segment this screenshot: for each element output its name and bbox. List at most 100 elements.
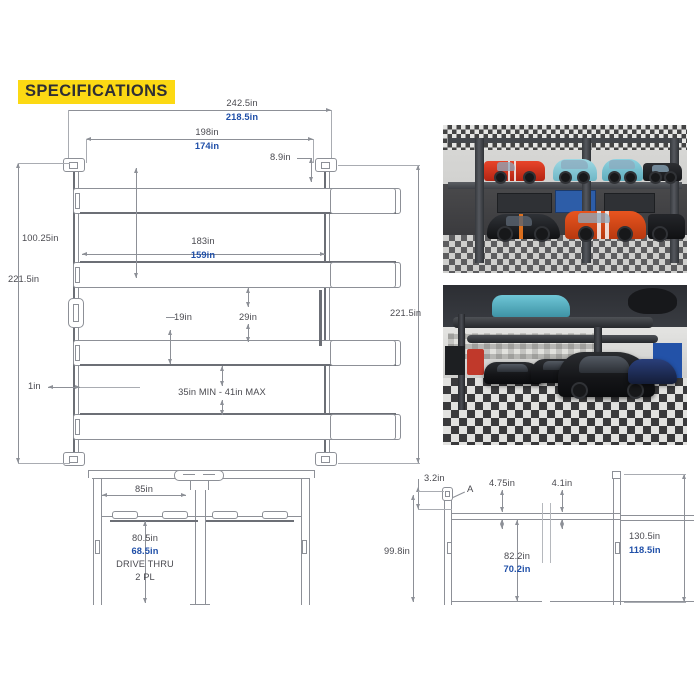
ext-3-2-a <box>418 491 444 492</box>
front-center-neck-right <box>208 481 209 490</box>
ext-221-right-bot <box>338 463 420 464</box>
ext-221-right-top <box>338 165 420 166</box>
dimline-overall-length <box>68 107 331 112</box>
side-runway-bottom <box>451 519 620 520</box>
ext-height-bot <box>624 602 686 603</box>
car-orange-camaro <box>565 210 646 242</box>
detail-label-a: A <box>467 484 474 495</box>
ext-overall-left <box>68 110 69 162</box>
dim-drive-thru-primary: 80.5in <box>132 533 158 543</box>
car-red-viper <box>484 160 546 185</box>
front-runway-right-deck <box>206 520 294 522</box>
dim-overall-length-primary: 242.5in <box>226 98 258 108</box>
dimline-overall-width-left <box>15 163 20 463</box>
dim-front-overhang: 3.2in <box>424 473 445 483</box>
lift-beam-front <box>452 317 653 329</box>
dimline-post-clear-height <box>410 495 415 602</box>
dim-overall-height-alt: 118.5in <box>629 545 661 555</box>
post-cap-top-right-inner <box>321 162 330 169</box>
dim-overall-width-right: 221.5in <box>390 308 422 318</box>
outer-platform-1 <box>330 188 396 214</box>
photo-lift-sports-cars <box>443 285 687 445</box>
ext-3-2-b <box>418 509 452 510</box>
dimline-front-post-to-runway <box>133 168 138 278</box>
lift-upper-deck <box>447 181 683 190</box>
break-line-right <box>550 503 551 563</box>
front-runway-block-2 <box>162 511 188 519</box>
side-ramp-bottom <box>620 520 694 521</box>
side-right-post-cap <box>612 471 621 479</box>
side-right-latch <box>615 542 620 554</box>
dim-lifting-height-primary: 82.2in <box>504 551 530 561</box>
front-runway-block-1 <box>112 511 138 519</box>
lift-post-right <box>669 138 679 263</box>
front-center-bracket <box>174 470 224 481</box>
checker-border-trim <box>443 125 687 151</box>
front-center-neck-left <box>190 481 191 490</box>
ext-221-left-top <box>18 163 70 164</box>
side-floor-right <box>550 601 694 602</box>
runway-bar-4-lock <box>75 419 80 435</box>
side-left-post-outer <box>444 500 445 605</box>
side-floor-left <box>451 601 542 602</box>
dimline-runway-outer-offset-bot <box>245 324 250 342</box>
front-runway-block-4 <box>262 511 288 519</box>
ext-overall-right <box>331 110 332 162</box>
dimline-runway-width <box>167 330 172 364</box>
power-unit-inner <box>73 304 79 322</box>
dimline-runway-outer-offset-top <box>245 288 250 307</box>
lift-post-left <box>474 138 484 263</box>
dark-cabinet <box>445 345 465 375</box>
dim-approach-offset: 8.9in <box>270 152 291 162</box>
dim-runway-width: 19in <box>174 312 192 322</box>
car-blue-beetle-2 <box>601 159 644 185</box>
dimline-between-runways <box>102 492 186 497</box>
post-cap-bottom-right-inner <box>321 456 330 463</box>
front-bracket-holes-right <box>203 474 215 475</box>
leader-detail-a <box>452 491 465 498</box>
dim-runway-length-alt: 174in <box>194 141 220 151</box>
front-runway-block-3 <box>212 511 238 519</box>
post-cap-bottom-left-inner <box>69 456 78 463</box>
front-left-post-latch <box>95 540 100 554</box>
overhead-lifted-car <box>491 294 570 317</box>
outer-platform-2 <box>330 262 396 288</box>
dimline-approach-offset <box>308 158 313 182</box>
page-title: SPECIFICATIONS <box>18 80 175 104</box>
tool-shelf-left <box>496 193 553 213</box>
dim-overall-height-primary: 130.5in <box>629 531 661 541</box>
dim-runway-outer-offset: 29in <box>239 312 257 322</box>
note-2-pl: 2 PL <box>135 572 155 582</box>
dimline-ramp-height-bot <box>559 519 564 529</box>
dimline-ramp-height-top <box>559 490 564 512</box>
post-cap-top-left-inner <box>69 162 78 169</box>
car-black-race <box>643 163 683 185</box>
front-runway-left-deck <box>110 520 198 522</box>
runway-bar-3-edge <box>80 364 396 366</box>
side-ramp-top <box>620 515 694 516</box>
dim-runway-thickness: 4.75in <box>489 478 515 488</box>
runway-bar-2-edge <box>80 261 396 263</box>
front-center-column-left <box>195 490 196 605</box>
runway-bar-1-lock <box>75 193 80 209</box>
checkered-floor <box>443 234 687 273</box>
dim-front-post-to-runway: 100.25in <box>22 233 59 243</box>
front-center-column-base <box>190 604 210 605</box>
side-left-post-cap-inner <box>445 491 450 497</box>
side-right-post-outer <box>613 477 614 605</box>
ext-runway-right <box>313 139 314 163</box>
leader-front-overhang <box>418 479 419 487</box>
dim-lifting-height-alt: 70.2in <box>503 564 531 574</box>
leader-approach-offset-h <box>297 158 311 159</box>
dim-runway-spacing-range: 35in MIN - 41in MAX <box>178 387 266 397</box>
dim-post-clear-height: 99.8in <box>384 546 410 556</box>
front-bracket-holes-left <box>183 474 195 475</box>
ext-runway-left <box>86 139 87 163</box>
front-center-column-right <box>205 490 206 605</box>
dim-runway-to-edge: 1in <box>28 381 41 391</box>
car-blue-beetle-1 <box>552 159 597 185</box>
dimline-front-overhang <box>415 487 420 509</box>
dim-runway-length-primary: 198in <box>195 127 219 137</box>
outer-platform-4 <box>330 414 396 440</box>
